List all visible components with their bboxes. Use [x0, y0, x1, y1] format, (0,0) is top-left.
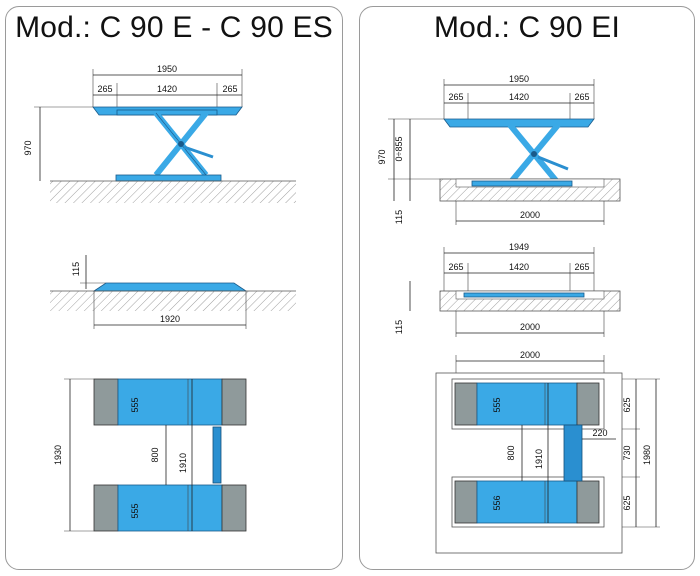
dim-pit-length-lowered: 2000 — [520, 322, 540, 332]
dim-center: 1420 — [157, 84, 177, 94]
top-view: 555 555 1930 800 1910 — [53, 378, 247, 532]
dim-pit-length: 2000 — [520, 210, 540, 220]
panel-c90e-c90es: Mod.: C 90 E - C 90 ES 1950 265 1420 265 — [5, 6, 343, 570]
side-view-raised: 1950 265 1420 265 970 — [23, 64, 296, 203]
dim-total: 1980 — [642, 445, 652, 465]
top-view: 2000 555 556 220 800 1910 — [435, 350, 660, 554]
dim-pit-depth: 115 — [394, 210, 404, 224]
dim-right-ext-lowered: 265 — [574, 262, 589, 272]
side-view-lowered: 1949 265 1420 265 115 2000 — [394, 242, 621, 337]
dim-total-width: 1930 — [53, 445, 63, 465]
dim-pit-depth-lowered: 115 — [394, 320, 404, 334]
dim-lowered-height: 115 — [71, 262, 81, 276]
dim-platform-bottom: 555 — [130, 503, 140, 518]
dim-overall: 1950 — [157, 64, 177, 74]
dim-platform-bottom: 556 — [492, 495, 502, 510]
panel-c90ei: Mod.: C 90 EI 1950 265 1420 265 — [359, 6, 695, 570]
panel-title: Mod.: C 90 E - C 90 ES — [15, 11, 333, 44]
dim-channel: 220 — [592, 428, 607, 438]
dim-gap: 800 — [150, 447, 160, 462]
dim-inner: 1910 — [178, 453, 188, 473]
dim-height: 970 — [23, 140, 33, 155]
dim-left-ext: 265 — [97, 84, 112, 94]
side-view-lowered: 115 1920 — [50, 255, 296, 329]
dim-platform-top: 555 — [492, 397, 502, 412]
dim-left-ext-lowered: 265 — [448, 262, 463, 272]
dim-top-width: 2000 — [520, 350, 540, 360]
right-drawings: 1950 265 1420 265 970 0÷855 115 — [377, 74, 660, 554]
dim-overall: 1950 — [509, 74, 529, 84]
dim-height: 970 — [377, 149, 387, 164]
dim-left-ext: 265 — [448, 92, 463, 102]
left-drawings: 1950 265 1420 265 970 — [23, 64, 296, 532]
dim-inner: 1910 — [534, 449, 544, 469]
dim-side-bottom: 625 — [622, 495, 632, 510]
dim-height-range: 0÷855 — [394, 137, 404, 162]
dim-side-top: 625 — [622, 397, 632, 412]
dim-right-ext: 265 — [574, 92, 589, 102]
dim-side-mid: 730 — [622, 445, 632, 460]
dim-gap: 800 — [506, 445, 516, 460]
dim-lowered-length: 1920 — [160, 314, 180, 324]
dim-center: 1420 — [509, 92, 529, 102]
dim-platform-top: 555 — [130, 397, 140, 412]
dim-center-lowered: 1420 — [509, 262, 529, 272]
side-view-raised: 1950 265 1420 265 970 0÷855 115 — [377, 74, 621, 225]
dim-right-ext: 265 — [222, 84, 237, 94]
panel-title: Mod.: C 90 EI — [433, 11, 620, 44]
dim-overall-lowered: 1949 — [509, 242, 529, 252]
